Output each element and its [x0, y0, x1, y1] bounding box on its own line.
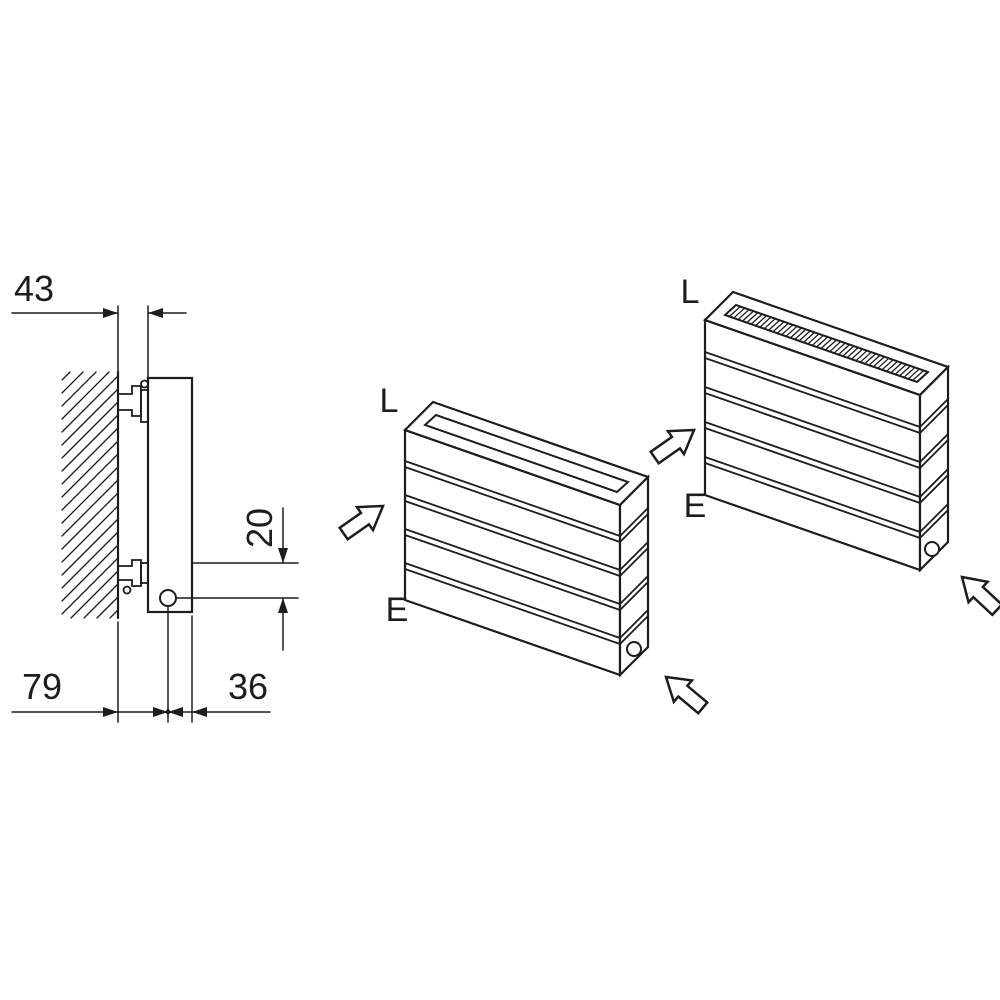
panel-grooves-end: [619, 507, 649, 645]
dim-arrowhead-icon: [103, 707, 118, 717]
flow-arrow-icon: [645, 417, 704, 471]
radiator-side-profile: [146, 376, 194, 614]
dim-arrowhead-icon: [168, 707, 183, 717]
connection-port: [924, 541, 940, 557]
pipe-connection-side: [159, 589, 177, 607]
dim-arrowhead-icon: [278, 598, 288, 613]
upper-bracket-screw: [140, 379, 149, 389]
label-end: E: [684, 487, 707, 525]
label-end: E: [386, 591, 409, 629]
lower-bracket-hook: [117, 559, 142, 587]
dim-value-pipe-to-front: 36: [228, 666, 268, 707]
top-opening: [423, 413, 630, 494]
panel-grooves-front: [704, 351, 921, 539]
dim-arrowhead-icon: [153, 707, 168, 717]
dim-value-wall-clearance: 43: [14, 268, 54, 309]
dim-value-wall-to-pipe: 79: [22, 666, 62, 707]
dim-arrowhead-icon: [278, 548, 288, 563]
connection-port: [626, 641, 642, 657]
flow-arrow-icon: [655, 665, 714, 720]
drawing-root: 43 20: [11, 268, 1000, 723]
plain-radiator-isometric: L E: [334, 382, 714, 720]
dim-arrowheads: [103, 308, 163, 318]
panel-grooves-end: [919, 398, 949, 539]
dim-arrowhead-icon: [103, 308, 118, 318]
end-face: [918, 364, 950, 573]
flow-arrow-icon: [334, 493, 393, 547]
dim-arrowheads: [278, 548, 288, 613]
top-grille-fins: [724, 304, 929, 383]
wall-hatching: [61, 371, 119, 619]
flow-arrow-icon: [951, 565, 1000, 622]
panel-grooves-front: [404, 460, 621, 645]
lower-bracket-tab: [140, 562, 149, 584]
upper-bracket-tab: [140, 389, 149, 423]
wall-section: [61, 370, 120, 620]
dimension-wall-clearance: 43: [11, 268, 187, 379]
side-view: 43 20: [11, 268, 299, 723]
dimension-pipe-height: 20: [175, 507, 299, 651]
label-length: L: [681, 273, 700, 311]
grille-radiator-isometric: L E: [645, 273, 1000, 622]
end-face: [618, 474, 650, 678]
upper-bracket-hook: [117, 385, 142, 417]
lower-bracket-foot: [122, 585, 132, 595]
label-length: L: [380, 382, 399, 420]
dim-arrowhead-icon: [192, 707, 207, 717]
upper-bracket: [117, 379, 149, 423]
dim-value-pipe-height: 20: [239, 508, 280, 548]
lower-bracket: [117, 559, 149, 595]
bottom-dimensions: 79 36: [11, 605, 271, 723]
dim-arrowhead-icon: [148, 308, 163, 318]
